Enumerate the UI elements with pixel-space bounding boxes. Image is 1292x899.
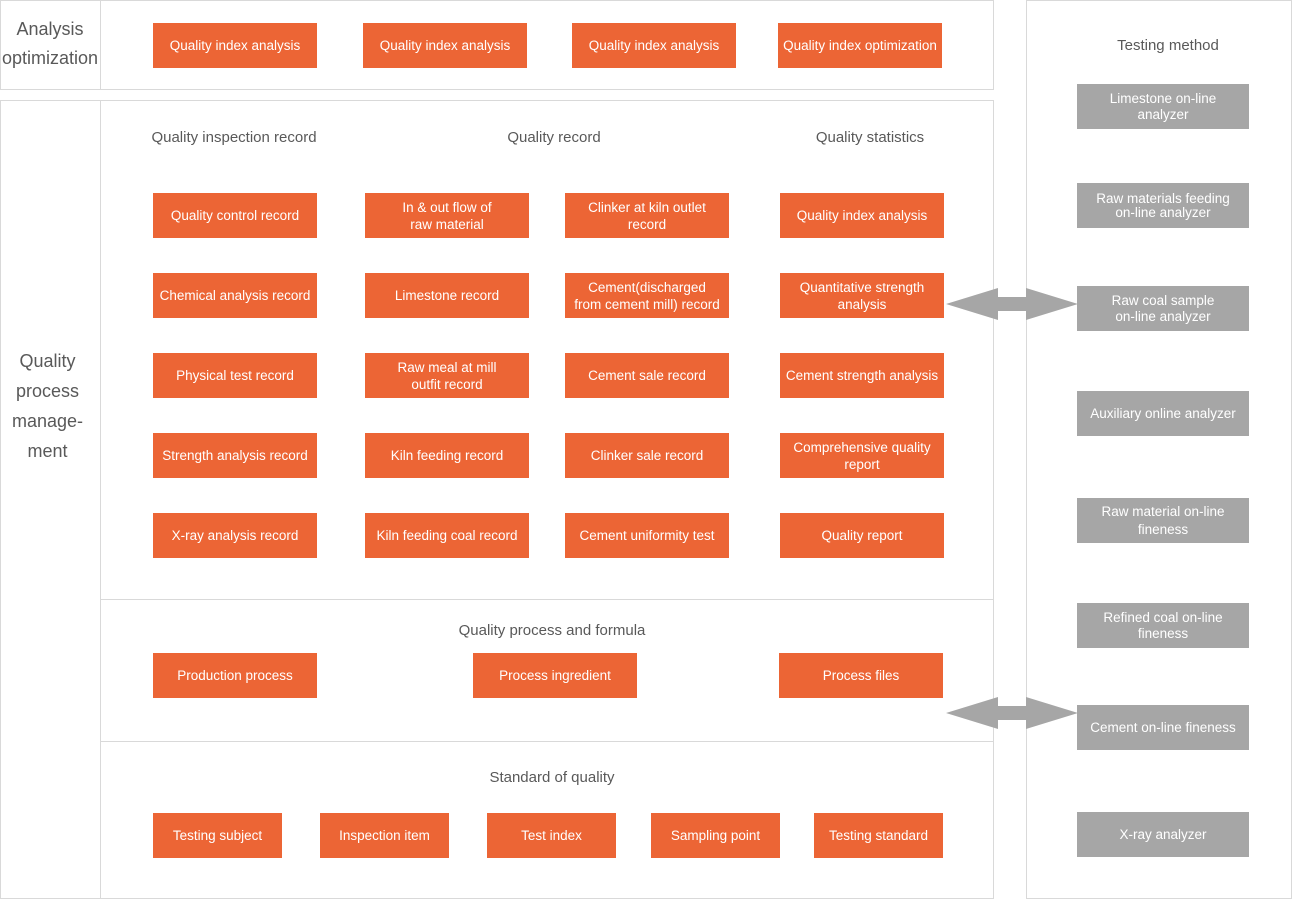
inspection-record-box[interactable]: Strength analysis record — [153, 433, 317, 478]
testing-method-panel — [1026, 0, 1292, 899]
testing-method-item[interactable]: X-ray analyzer — [1077, 812, 1249, 857]
testing-method-item[interactable]: Refined coal on-line fineness — [1077, 603, 1249, 648]
analysis-box[interactable]: Quality index optimization — [778, 23, 942, 68]
quality-process-management-label: Quality process manage- ment — [11, 351, 84, 461]
standard-title: Standard of quality — [489, 769, 615, 786]
analysis-box[interactable]: Quality index analysis — [153, 23, 317, 68]
quality-record-box[interactable]: Cement uniformity test — [565, 513, 729, 558]
quality-record-box[interactable]: Clinker sale record — [565, 433, 729, 478]
testing-method-item[interactable]: Raw coal sample on-line analyzer — [1077, 286, 1249, 331]
quality-statistics-box[interactable]: Cement strength analysis — [780, 353, 944, 398]
section-divider-2 — [101, 741, 993, 742]
testing-method-item[interactable]: Auxiliary online analyzer — [1077, 391, 1249, 436]
process-formula-title: Quality process and formula — [458, 622, 646, 639]
quality-record-box[interactable]: Kiln feeding coal record — [365, 513, 529, 558]
column-title-statistics: Quality statistics — [815, 129, 925, 146]
process-formula-box[interactable]: Process ingredient — [473, 653, 637, 698]
double-arrow-icon — [946, 697, 1078, 729]
analysis-box[interactable]: Quality index analysis — [572, 23, 736, 68]
inspection-record-box[interactable]: Quality control record — [153, 193, 317, 238]
quality-record-box[interactable]: Cement(discharged from cement mill) reco… — [565, 273, 729, 318]
double-arrow-icon — [946, 288, 1078, 320]
standard-box[interactable]: Inspection item — [320, 813, 449, 858]
quality-statistics-box[interactable]: Quality report — [780, 513, 944, 558]
section-divider-1 — [101, 599, 993, 600]
quality-record-box[interactable]: Limestone record — [365, 273, 529, 318]
quality-statistics-box[interactable]: Comprehensive quality report — [780, 433, 944, 478]
testing-method-item[interactable]: Limestone on-line analyzer — [1077, 84, 1249, 129]
quality-statistics-box[interactable]: Quality index analysis — [780, 193, 944, 238]
analysis-optimization-label: Analysis optimization — [1, 19, 99, 68]
standard-box[interactable]: Testing standard — [814, 813, 943, 858]
analysis-box[interactable]: Quality index analysis — [363, 23, 527, 68]
quality-record-box[interactable]: Cement sale record — [565, 353, 729, 398]
quality-record-box[interactable]: Clinker at kiln outlet record — [565, 193, 729, 238]
standard-box[interactable]: Sampling point — [651, 813, 780, 858]
quality-record-box[interactable]: Kiln feeding record — [365, 433, 529, 478]
column-title-inspection: Quality inspection record — [151, 129, 317, 146]
quality-record-box[interactable]: Raw meal at mill outfit record — [365, 353, 529, 398]
quality-statistics-box[interactable]: Quantitative strength analysis — [780, 273, 944, 318]
testing-method-title: Testing method — [1117, 37, 1219, 54]
quality-record-box[interactable]: In & out flow of raw material — [365, 193, 529, 238]
inspection-record-box[interactable]: X-ray analysis record — [153, 513, 317, 558]
process-formula-box[interactable]: Process files — [779, 653, 943, 698]
testing-method-item[interactable]: Raw materials feeding on-line analyzer — [1077, 183, 1249, 228]
inspection-record-box[interactable]: Chemical analysis record — [153, 273, 317, 318]
analysis-divider — [100, 0, 101, 90]
testing-method-item[interactable]: Cement on-line fineness — [1077, 705, 1249, 750]
main-divider — [100, 100, 101, 899]
testing-method-item[interactable]: Raw material on-line fineness — [1077, 498, 1249, 543]
standard-box[interactable]: Test index — [487, 813, 616, 858]
process-formula-box[interactable]: Production process — [153, 653, 317, 698]
inspection-record-box[interactable]: Physical test record — [153, 353, 317, 398]
column-title-record: Quality record — [507, 129, 601, 146]
standard-box[interactable]: Testing subject — [153, 813, 282, 858]
